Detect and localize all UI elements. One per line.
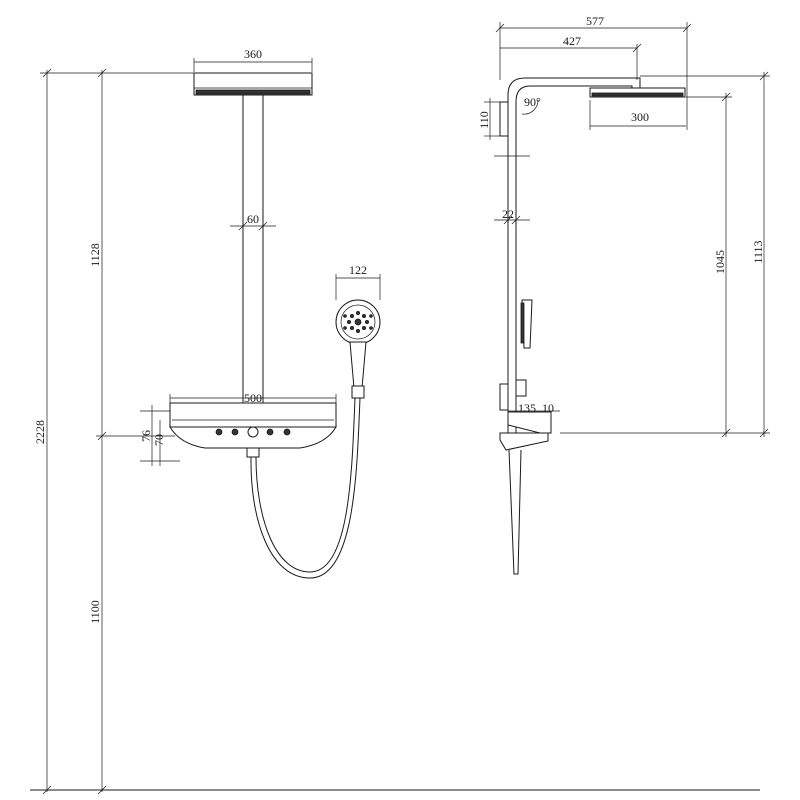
control-button-2[interactable] [231,428,239,436]
label-shelf-width: 500 [244,391,262,405]
shower-hose-side [508,449,522,575]
front-view: 2228 1128 1100 360 60 [33,47,381,795]
label-arm-reach-inner: 427 [563,34,581,48]
label-handshower-width: 122 [349,263,367,277]
overhead-shower-head-side: 300 [589,87,686,130]
dim-side-heights: 1045 1113 [560,71,770,438]
riser-and-arm-side: 90° 22 [494,77,641,435]
hand-shower-side [515,299,533,397]
wall-bracket-side: 110 [477,98,509,140]
control-button-1[interactable] [215,428,223,436]
label-lower-height: 1100 [88,600,102,624]
control-button-4[interactable] [283,428,291,436]
label-arm-reach-outer: 577 [586,14,604,28]
label-upper-height: 1128 [88,243,102,267]
label-bracket-height: 110 [477,111,491,129]
overhead-shower-head-front: 360 [193,47,313,96]
dim-upper-lower-height: 1128 1100 [88,68,175,795]
label-arm-angle: 90° [524,95,541,109]
thermostat-side: 135 10 [499,383,560,451]
riser-pipe-front: 60 [230,94,276,406]
label-overall-height: 2228 [33,420,47,444]
dim-arm-reach: 577 427 [495,14,692,130]
control-button-3[interactable] [266,428,274,436]
side-view: 577 427 110 90° 22 [477,14,770,575]
label-side-pipe-width: 22 [502,207,514,221]
label-control-offset: 10 [542,401,554,415]
label-pipe-width: 60 [247,212,259,226]
shower-hose-front [250,397,361,579]
thermostat-shelf-front: 500 76 70 [139,391,337,466]
label-shelf-height-inner: 70 [152,434,166,446]
label-control-depth: 135 [518,401,536,415]
control-knob[interactable] [247,426,259,438]
label-side-height-outer: 1113 [751,240,765,263]
label-side-height-inner: 1045 [713,250,727,274]
dim-overall-height: 2228 [33,68,200,795]
label-head-width-side: 300 [631,110,649,124]
hand-shower-front: 122 [335,263,381,399]
label-shelf-height-outer: 76 [139,430,153,442]
label-head-width-front: 360 [244,47,262,61]
